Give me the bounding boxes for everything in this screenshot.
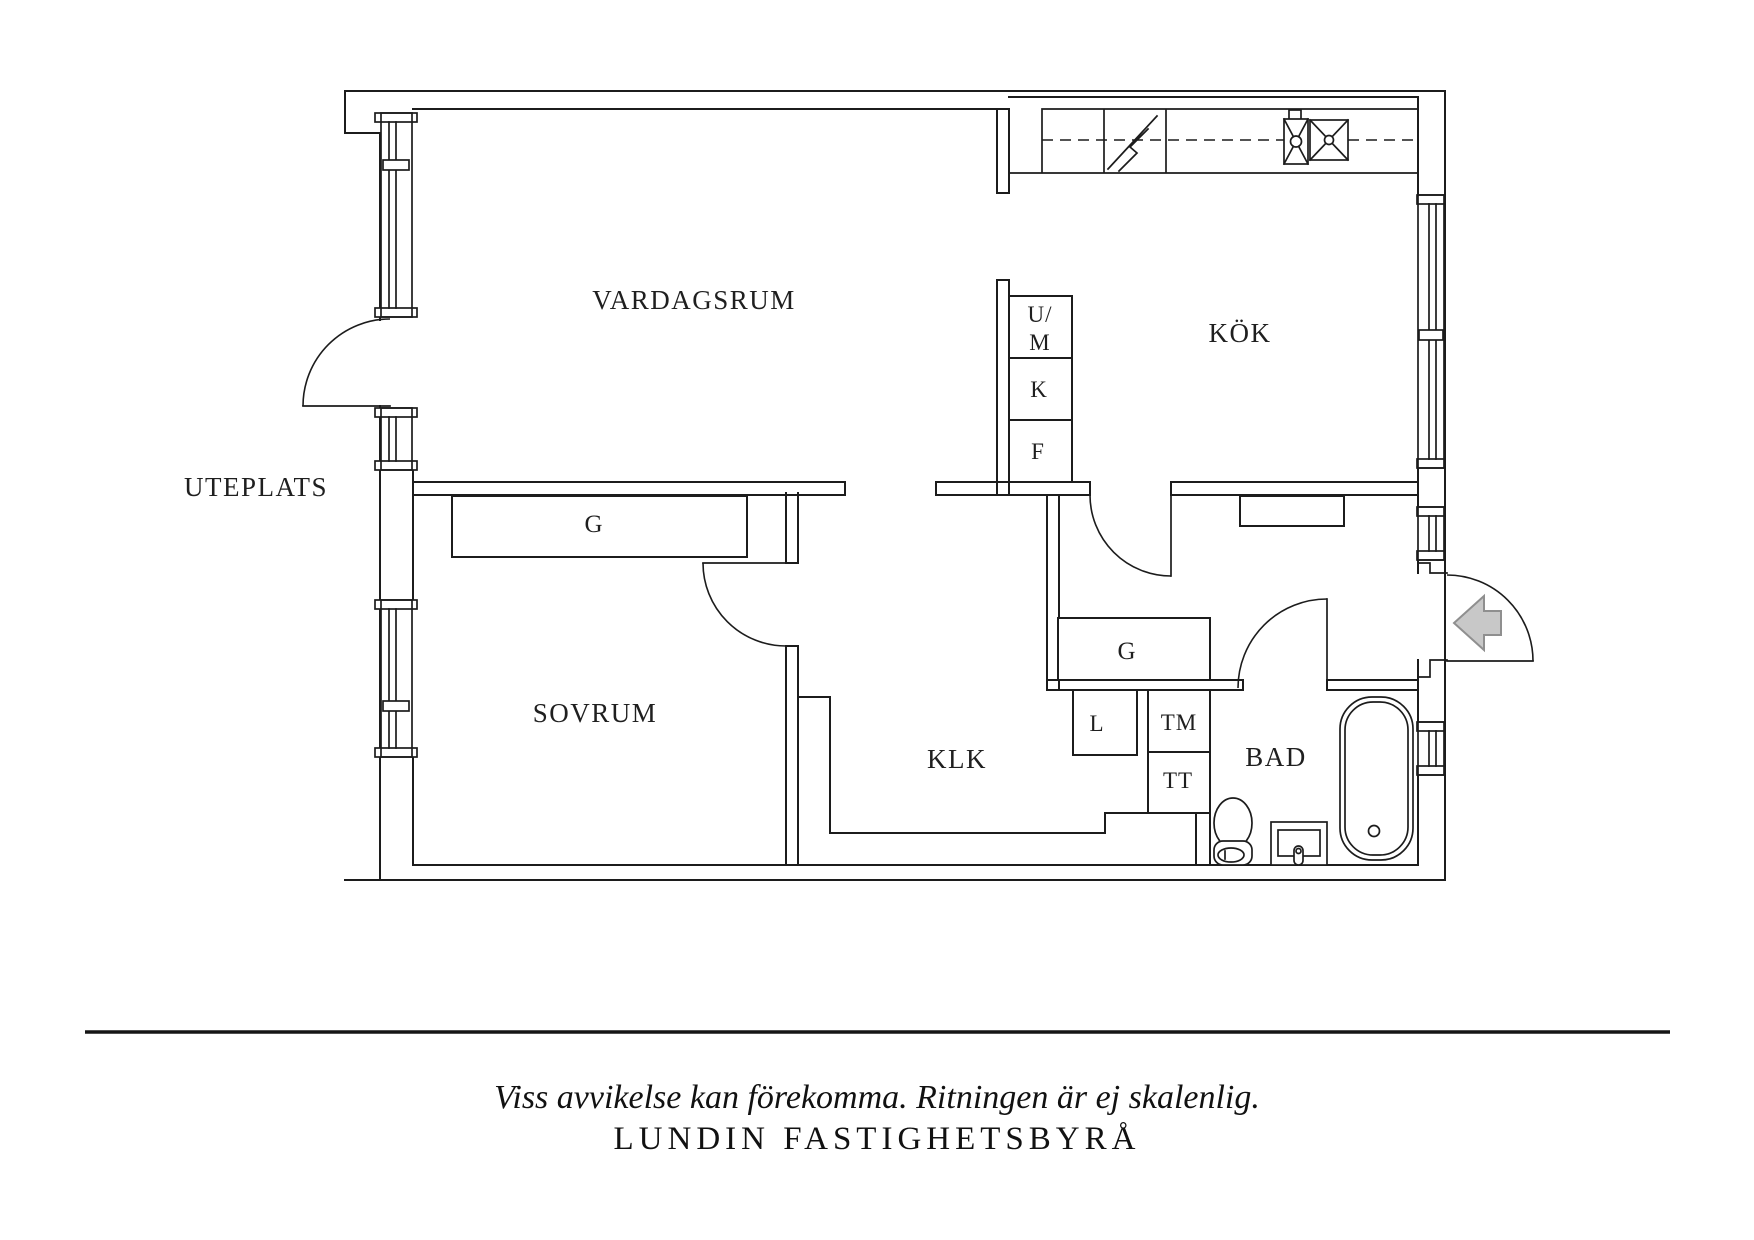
stove-icon: [1308, 118, 1350, 162]
label-closet: KLK: [927, 744, 987, 774]
toilet-icon: [1213, 797, 1253, 866]
label-dryer: TT: [1163, 768, 1193, 793]
washing-machine-box: [1147, 689, 1211, 753]
window-kitchen-right: [1416, 194, 1446, 469]
entry-shelf-box: [1239, 495, 1345, 527]
counter-break-icon: [1106, 114, 1159, 173]
label-oven-micro-2: M: [1029, 330, 1050, 355]
label-fridge: K: [1030, 377, 1048, 402]
linen-closet-box: [1072, 689, 1138, 756]
bath-fixtures: [1213, 696, 1414, 866]
dryer-box: [1147, 751, 1211, 814]
label-wardrobe-hall: G: [1117, 638, 1136, 665]
patio-door: [302, 318, 391, 407]
label-wardrobe-bedroom: G: [584, 511, 603, 538]
bathroom-door: [1237, 598, 1328, 689]
window-livingroom-left: [374, 112, 418, 318]
wardrobe-bedroom-box: [451, 495, 748, 558]
bedroom-door: [702, 562, 787, 647]
footer-brand: LUNDIN FASTIGHETSBYRÅ: [614, 1120, 1141, 1157]
label-livingroom: VARDAGSRUM: [592, 285, 796, 315]
cabinet-boxes: [451, 295, 1345, 814]
label-bedroom: SOVRUM: [533, 698, 658, 728]
label-washing-machine: TM: [1161, 710, 1198, 735]
kitchen-counter: [1009, 108, 1419, 174]
window-left-middle: [374, 407, 418, 471]
window-bath-right: [1416, 721, 1446, 776]
label-freezer: F: [1031, 439, 1045, 464]
footer-disclaimer: Viss avvikelse kan förekomma. Ritningen …: [494, 1079, 1260, 1116]
oven-micro-box: [1008, 295, 1073, 359]
label-patio: UTEPLATS: [184, 472, 328, 502]
doors: [302, 318, 1534, 689]
label-oven-micro-1: U/: [1028, 302, 1053, 327]
sink-icon: [1282, 109, 1310, 166]
entry-arrow-icon: [1452, 593, 1502, 653]
exterior-walls: [344, 90, 1446, 881]
fridge-box: [1008, 357, 1073, 421]
label-kitchen: KÖK: [1209, 318, 1272, 348]
wardrobe-hall-box: [1057, 617, 1211, 681]
label-linen: L: [1089, 711, 1104, 736]
bathtub-icon: [1339, 696, 1414, 861]
label-bathroom: BAD: [1245, 742, 1307, 772]
window-hall-right: [1416, 506, 1446, 561]
freezer-box: [1008, 419, 1073, 483]
washbasin-icon: [1270, 821, 1328, 866]
window-bedroom-left: [374, 599, 418, 758]
entry-door: [1446, 574, 1534, 662]
kitchen-hall-door: [1089, 494, 1172, 577]
footer: Viss avvikelse kan förekomma. Ritningen …: [85, 1030, 1670, 1157]
